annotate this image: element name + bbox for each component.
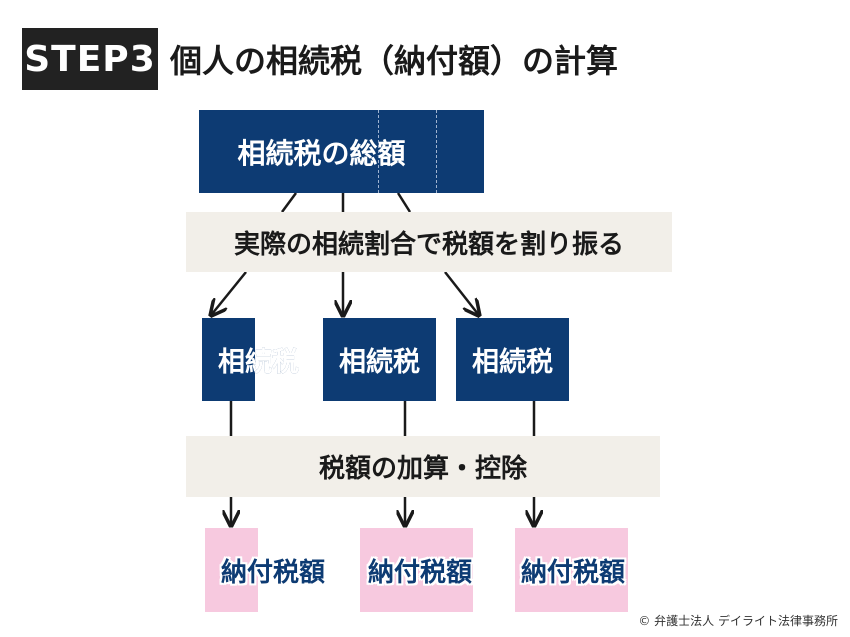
arrow-to-heir-1 — [212, 271, 247, 314]
divider-dash-1 — [378, 110, 379, 193]
payment-label-1: 納付税額 — [221, 558, 326, 588]
copyright-text: © 弁護士法人 デイライト法律事務所 — [638, 614, 838, 628]
heir-tax-box-1 — [202, 318, 255, 401]
adjustment-label: 税額の加算・控除 — [318, 454, 527, 484]
payment-box-3 — [515, 528, 628, 612]
payment-label-3: 納付税額 — [521, 558, 626, 588]
heir-tax-box-3: 相続税 — [456, 318, 569, 401]
total-tax-box: 相続税の総額 — [199, 110, 484, 193]
heir-tax-label-2: 相続税 — [339, 347, 420, 378]
total-tax-label: 相続税の総額 — [237, 136, 406, 170]
heir-tax-box-2: 相続税 — [323, 318, 436, 401]
step-badge: STEP3 — [22, 28, 158, 90]
page-title: 個人の相続税（納付額）の計算 — [170, 42, 619, 80]
divider-dash-2 — [436, 110, 437, 193]
arrow-to-heir-3 — [444, 271, 478, 314]
payment-box-2 — [360, 528, 473, 612]
payment-label-2: 納付税額 — [368, 558, 473, 588]
heir-tax-label-3: 相続税 — [472, 347, 553, 378]
adjustment-band: 税額の加算・控除 — [186, 436, 660, 497]
allocation-label: 実際の相続割合で税額を割り振る — [233, 229, 624, 260]
connector-right-upper — [396, 192, 412, 213]
payment-box-1 — [205, 528, 258, 612]
allocation-band: 実際の相続割合で税額を割り振る — [186, 212, 672, 272]
connector-left-upper — [280, 192, 298, 213]
heir-tax-label-1: 相続税 — [218, 347, 299, 378]
